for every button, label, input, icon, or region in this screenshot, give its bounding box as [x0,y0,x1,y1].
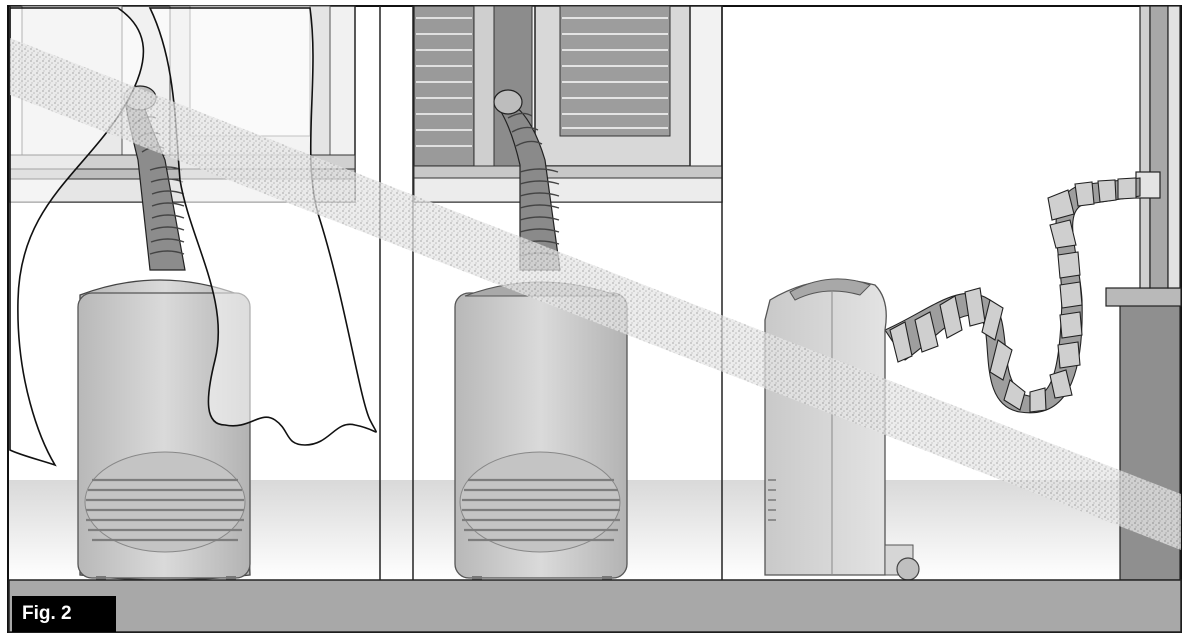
wheel [897,558,919,580]
floor [9,580,1181,632]
window-shutter [414,6,474,166]
figure-label: Fig. 2 [12,596,116,632]
portable-air-conditioner [455,282,627,581]
